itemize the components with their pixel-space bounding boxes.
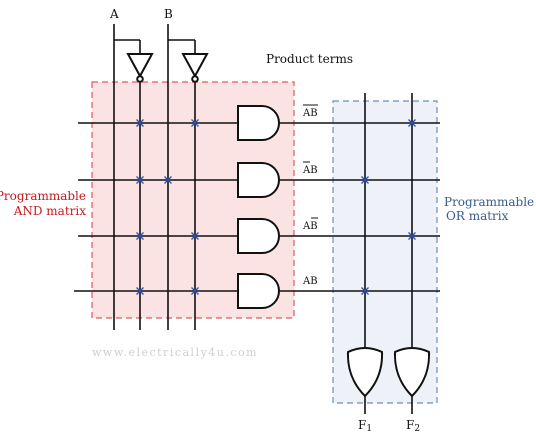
- and-matrix-label-line-2: AND matrix: [13, 204, 87, 218]
- and-gate-4-icon: [237, 273, 280, 309]
- product-terms-label: Product terms: [266, 52, 353, 66]
- output-f1-label: F1: [358, 418, 372, 434]
- or-matrix-label-line-2: OR matrix: [446, 209, 509, 223]
- output-f2-label: F2: [406, 418, 420, 434]
- inverter-a-icon: [126, 53, 154, 79]
- inverter-b-icon: [181, 53, 209, 79]
- connection-mark: [408, 232, 416, 240]
- connection-mark: [164, 176, 172, 184]
- inverter-b-bubble: [191, 75, 199, 83]
- connection-mark: [136, 287, 144, 295]
- product-term-label-2: AB: [302, 165, 318, 176]
- connection-mark: [361, 176, 369, 184]
- and-gate-2-icon: [237, 162, 280, 198]
- product-term-label-1: AB: [302, 108, 318, 119]
- or-gate-2-icon: [393, 347, 431, 398]
- watermark: www.electrically4u.com: [92, 346, 258, 359]
- and-gate-1-icon: [237, 105, 280, 141]
- connection-mark: [191, 232, 199, 240]
- connection-mark: [191, 119, 199, 127]
- product-term-label-4: AB: [302, 276, 318, 287]
- input-a-label: A: [109, 7, 119, 21]
- and-connection-marks: [136, 119, 199, 295]
- connection-mark: [136, 176, 144, 184]
- connection-mark: [191, 287, 199, 295]
- connection-mark: [361, 287, 369, 295]
- input-b-label: B: [164, 7, 173, 21]
- and-matrix-label-line-1: Programmable: [0, 189, 86, 203]
- connection-mark: [136, 232, 144, 240]
- or-connection-marks: [361, 119, 416, 295]
- connection-mark: [408, 119, 416, 127]
- and-gate-3-icon: [237, 218, 280, 254]
- or-gate-1-icon: [346, 347, 384, 398]
- connection-mark: [136, 119, 144, 127]
- inverter-a-bubble: [136, 75, 144, 83]
- or-matrix-label-line-1: Programmable: [444, 195, 534, 209]
- product-term-label-3: AB: [302, 221, 318, 232]
